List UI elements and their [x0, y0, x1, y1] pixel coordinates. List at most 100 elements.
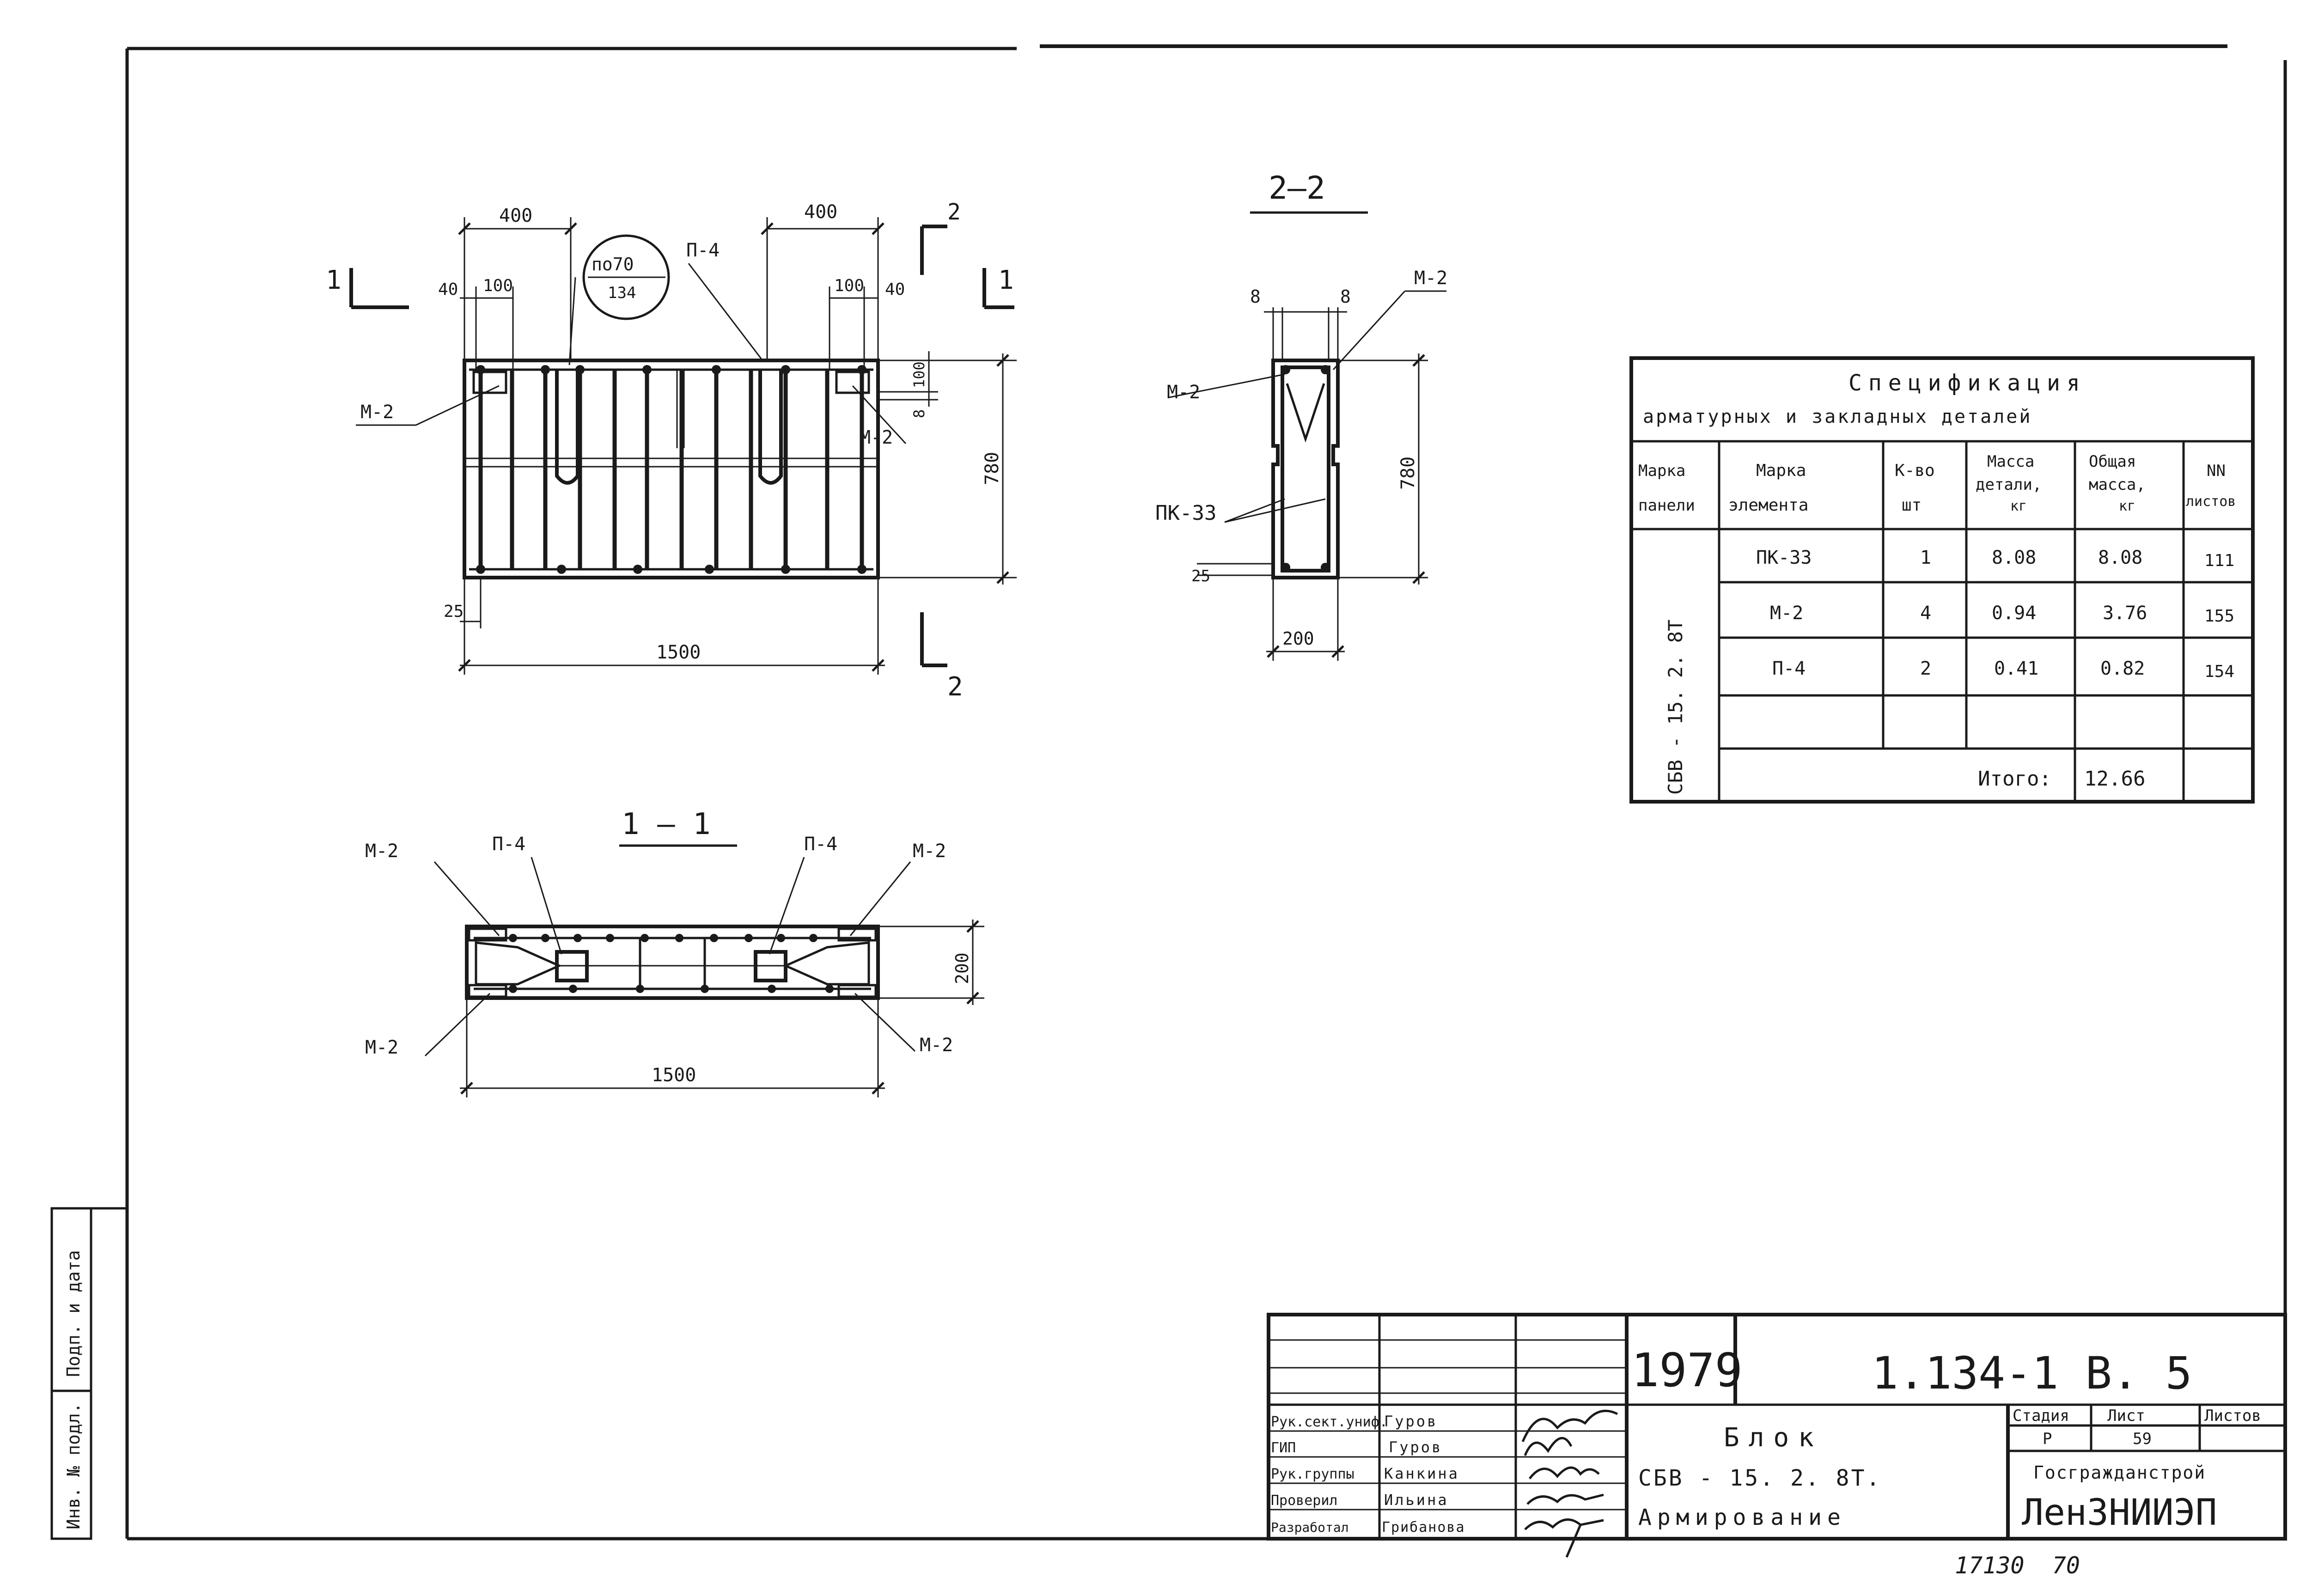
plan-plate-br: [837, 984, 877, 998]
svg-text:Рук.группы: Рук.группы: [1271, 1466, 1354, 1482]
svg-text:4: 4: [1920, 603, 1931, 624]
s22-dim-25: 25: [1191, 567, 1210, 585]
plan-label-p4-right: П-4: [804, 834, 837, 855]
svg-text:8.08: 8.08: [1992, 547, 2036, 568]
front-dim-40-left: 40: [438, 280, 458, 299]
spec-header-element-2: элемента: [1728, 496, 1808, 515]
front-dim-100-left: 100: [483, 276, 513, 295]
svg-text:0.82: 0.82: [2100, 658, 2145, 679]
plan-label-m2-bl: М-2: [365, 1037, 398, 1058]
tb-title-line3: Армирование: [1638, 1505, 1846, 1530]
spec-header-qty-2: шт: [1902, 496, 1922, 515]
plan-dim-1500: 1500: [652, 1065, 696, 1086]
svg-text:Гуров: Гуров: [1389, 1438, 1442, 1456]
specification-table: Спецификация арматурных и закладных дета…: [1629, 356, 2255, 804]
svg-text:Канкина: Канкина: [1384, 1465, 1459, 1482]
front-dim-400-left: 400: [499, 205, 532, 226]
tb-title-line1: Блок: [1724, 1423, 1823, 1453]
front-dim-8: 8: [910, 409, 928, 418]
front-dim-1500: 1500: [656, 642, 701, 663]
spec-panel-mark: СБВ - 15. 2. 8Т: [1664, 620, 1687, 795]
spec-header-total-2: масса,: [2089, 475, 2146, 494]
spec-row-2: М-2 4 0.94 3.76 155: [1770, 603, 2234, 626]
spec-header-qty-1: К-во: [1895, 461, 1935, 480]
footer-stamp: 17130 70: [1955, 1552, 2080, 1579]
spec-header-element-1: Марка: [1756, 461, 1806, 480]
svg-text:Разработал: Разработал: [1271, 1520, 1349, 1535]
svg-text:111: 111: [2204, 551, 2234, 570]
front-view: 400 400 40 100 100 40 100 8 780 25 1500 …: [326, 199, 1017, 702]
plan-label-m2-tr: М-2: [913, 841, 946, 862]
s22-label-m2-top: М-2: [1414, 268, 1447, 289]
front-dim-780: 780: [982, 452, 1003, 485]
s22-dim-8-left: 8: [1250, 286, 1261, 307]
title-block: 1979 1.134-1 В. 5 Рук.сект.униф. ГИП Рук…: [1267, 1313, 2287, 1558]
plan-loop-left: [555, 950, 589, 982]
sign-date-label: Подп. и дата: [63, 1250, 84, 1377]
spec-subtitle: арматурных и закладных деталей: [1643, 406, 2032, 427]
cut-2-bottom: 2: [947, 672, 963, 702]
svg-text:0.94: 0.94: [1992, 603, 2036, 624]
tb-stage-value: Р: [2043, 1430, 2052, 1448]
svg-text:8.08: 8.08: [2098, 547, 2142, 568]
front-dim-100-right: 100: [834, 276, 864, 295]
tb-title-line2: СБВ - 15. 2. 8Т.: [1638, 1465, 1881, 1491]
plan-plate-tl: [468, 927, 507, 942]
spec-total-value: 12.66: [2084, 767, 2145, 791]
tb-stage-header: Стадия: [2013, 1407, 2069, 1425]
front-dim-40-right: 40: [885, 280, 905, 299]
front-label-m2-left: М-2: [360, 402, 394, 423]
tb-roles: Рук.сект.униф. ГИП Рук.группы Проверил Р…: [1271, 1414, 1388, 1535]
spec-header-mass-2: детали,: [1976, 475, 2042, 494]
callout-bottom: 134: [608, 284, 636, 302]
tb-year: 1979: [1631, 1343, 1743, 1397]
plan-label-m2-br: М-2: [920, 1035, 953, 1056]
inv-number-label: Инв. № подл.: [63, 1402, 84, 1529]
plan-vertical-bars: [639, 938, 706, 989]
plan-plate-tr: [837, 927, 877, 942]
front-loop-right: [758, 370, 783, 485]
svg-text:Грибанова: Грибанова: [1382, 1519, 1465, 1535]
front-dim-25: 25: [444, 602, 464, 621]
spec-header-sheets-2: листов: [2186, 493, 2236, 510]
cut-2-top: 2: [947, 199, 961, 225]
front-plate-right: [835, 371, 870, 394]
tb-sheets-header: Листов: [2204, 1407, 2261, 1425]
plan-dim-200: 200: [952, 952, 972, 984]
section-1-1-title: 1 — 1: [622, 807, 711, 841]
tb-names: Гуров Гуров Канкина Ильина Грибанова: [1382, 1413, 1465, 1535]
tb-org-line2: ЛенЗНИИЭП: [2022, 1492, 2217, 1534]
front-loop-left: [555, 370, 580, 485]
s22-label-pk33: ПК-33: [1155, 501, 1216, 525]
plan-label-p4-left: П-4: [492, 834, 525, 855]
s22-dim-200: 200: [1282, 628, 1314, 649]
spec-row-3: П-4 2 0.41 0.82 154: [1772, 658, 2234, 681]
front-plate-left: [472, 371, 507, 394]
callout-top: по70: [592, 254, 634, 274]
detail-callout-circle: [582, 234, 670, 320]
front-vertical-bars: [478, 370, 864, 569]
spec-header-total-1: Общая: [2089, 452, 2136, 471]
spec-total-label: Итого:: [1978, 767, 2051, 791]
plan-bar-dots: [509, 934, 834, 993]
front-dim-100-vertical: 100: [910, 361, 928, 388]
left-approval-strip: Подп. и дата Инв. № подл.: [50, 1207, 127, 1540]
spec-header-mass-1: Масса: [1987, 452, 2034, 471]
plan-label-m2-tl: М-2: [365, 841, 398, 862]
svg-text:154: 154: [2204, 662, 2234, 681]
spec-header-total-3: кг: [2119, 498, 2135, 514]
spec-header-mass-3: кг: [2010, 498, 2027, 514]
spec-header-sheets-1: NN: [2207, 462, 2226, 480]
svg-text:М-2: М-2: [1770, 603, 1803, 624]
tb-doc-code: 1.134-1 В. 5: [1872, 1347, 2192, 1399]
section-2-2: 2—2 8 8 М-2 М-2 ПК-33 780 25: [1155, 170, 1447, 661]
front-dimensions: [458, 217, 1017, 675]
front-label-m2-right: М-2: [860, 427, 893, 448]
spec-header-panel-2: панели: [1638, 496, 1695, 515]
svg-text:1: 1: [1920, 547, 1931, 568]
svg-text:3.76: 3.76: [2103, 603, 2147, 624]
front-label-p4: П-4: [686, 240, 720, 261]
svg-text:0.41: 0.41: [1994, 658, 2038, 679]
front-bar-dots: [476, 365, 866, 574]
